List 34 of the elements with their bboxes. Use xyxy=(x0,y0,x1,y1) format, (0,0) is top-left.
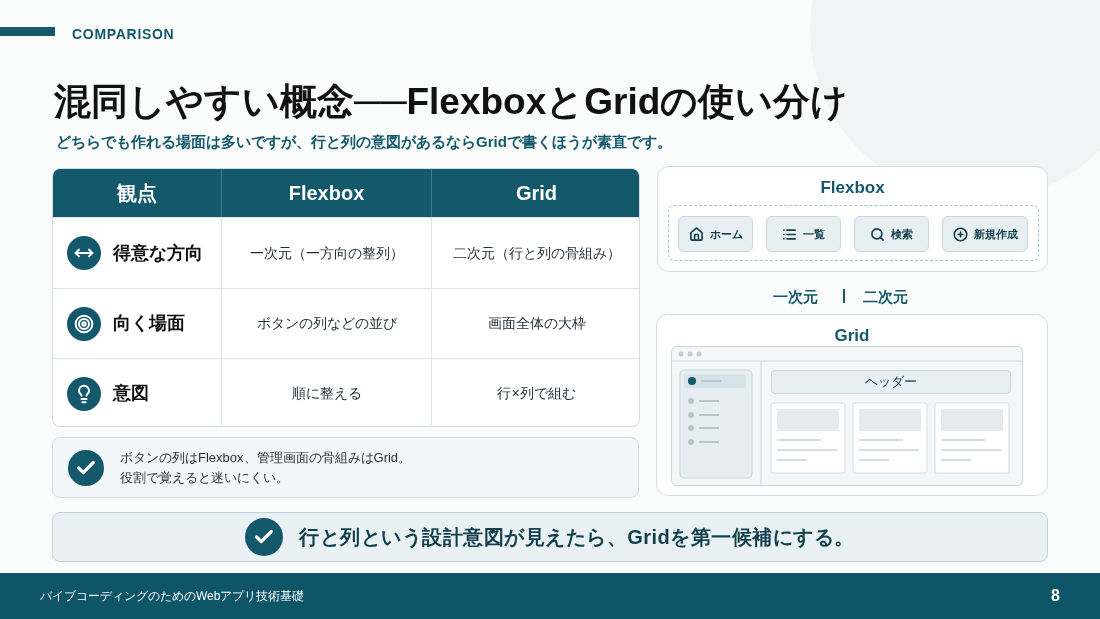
example-panel xyxy=(657,166,1048,272)
conclusion-text: 行と列という設計意図が見えたら、Gridを第一候補にする。 xyxy=(299,525,855,550)
table-header-cell: 観点 xyxy=(53,169,221,217)
table-cell: 行×列で組む xyxy=(431,358,639,426)
table-cell: 一次元（一方向の整列） xyxy=(221,217,431,288)
row-heading: 得意な方向 xyxy=(113,241,203,265)
footer-text: バイブコーディングのためのWebアプリ技術基礎 xyxy=(40,588,305,605)
panel-title: Flexbox xyxy=(819,177,886,199)
table-header-cell: Flexbox xyxy=(221,169,431,217)
nav-button: 新規作成 xyxy=(942,216,1028,252)
table-cell: 二次元（行と列の骨組み） xyxy=(431,217,639,288)
example-panel xyxy=(656,314,1048,496)
panel-title: Grid xyxy=(833,325,871,347)
note-text: 役割で覚えると迷いにくい。 xyxy=(120,468,290,487)
header-bar: ヘッダー xyxy=(771,370,1011,394)
nav-button: 一覧 xyxy=(766,216,841,252)
nav-button: ホーム xyxy=(678,216,753,252)
table-cell: ボタンの列などの並び xyxy=(221,288,431,358)
table-cell: 順に整える xyxy=(221,358,431,426)
note-text: ボタンの列はFlexbox、管理画面の骨組みはGrid。 xyxy=(120,448,412,467)
row-heading: 意図 xyxy=(113,382,149,405)
conclusion-banner xyxy=(52,512,1048,562)
table-cell: 画面全体の大枠 xyxy=(431,288,639,358)
table-header-cell: Grid xyxy=(431,169,639,217)
slide-title: 混同しやすい概念──FlexboxとGridの使い分け xyxy=(54,80,849,124)
row-heading: 向く場面 xyxy=(113,312,185,335)
note-card xyxy=(52,437,639,498)
dimension-label: 一次元 xyxy=(773,287,818,307)
section-label: COMPARISON xyxy=(72,25,175,44)
nav-button: 検索 xyxy=(854,216,929,252)
page-number: 8 xyxy=(1051,586,1060,606)
dimension-label: 二次元 xyxy=(863,287,908,307)
subtitle: どちらでも作れる場面は多いですが、行と列の意図があるならGridで書くほうが素直です。 xyxy=(56,132,672,152)
flex-container xyxy=(668,205,1039,261)
